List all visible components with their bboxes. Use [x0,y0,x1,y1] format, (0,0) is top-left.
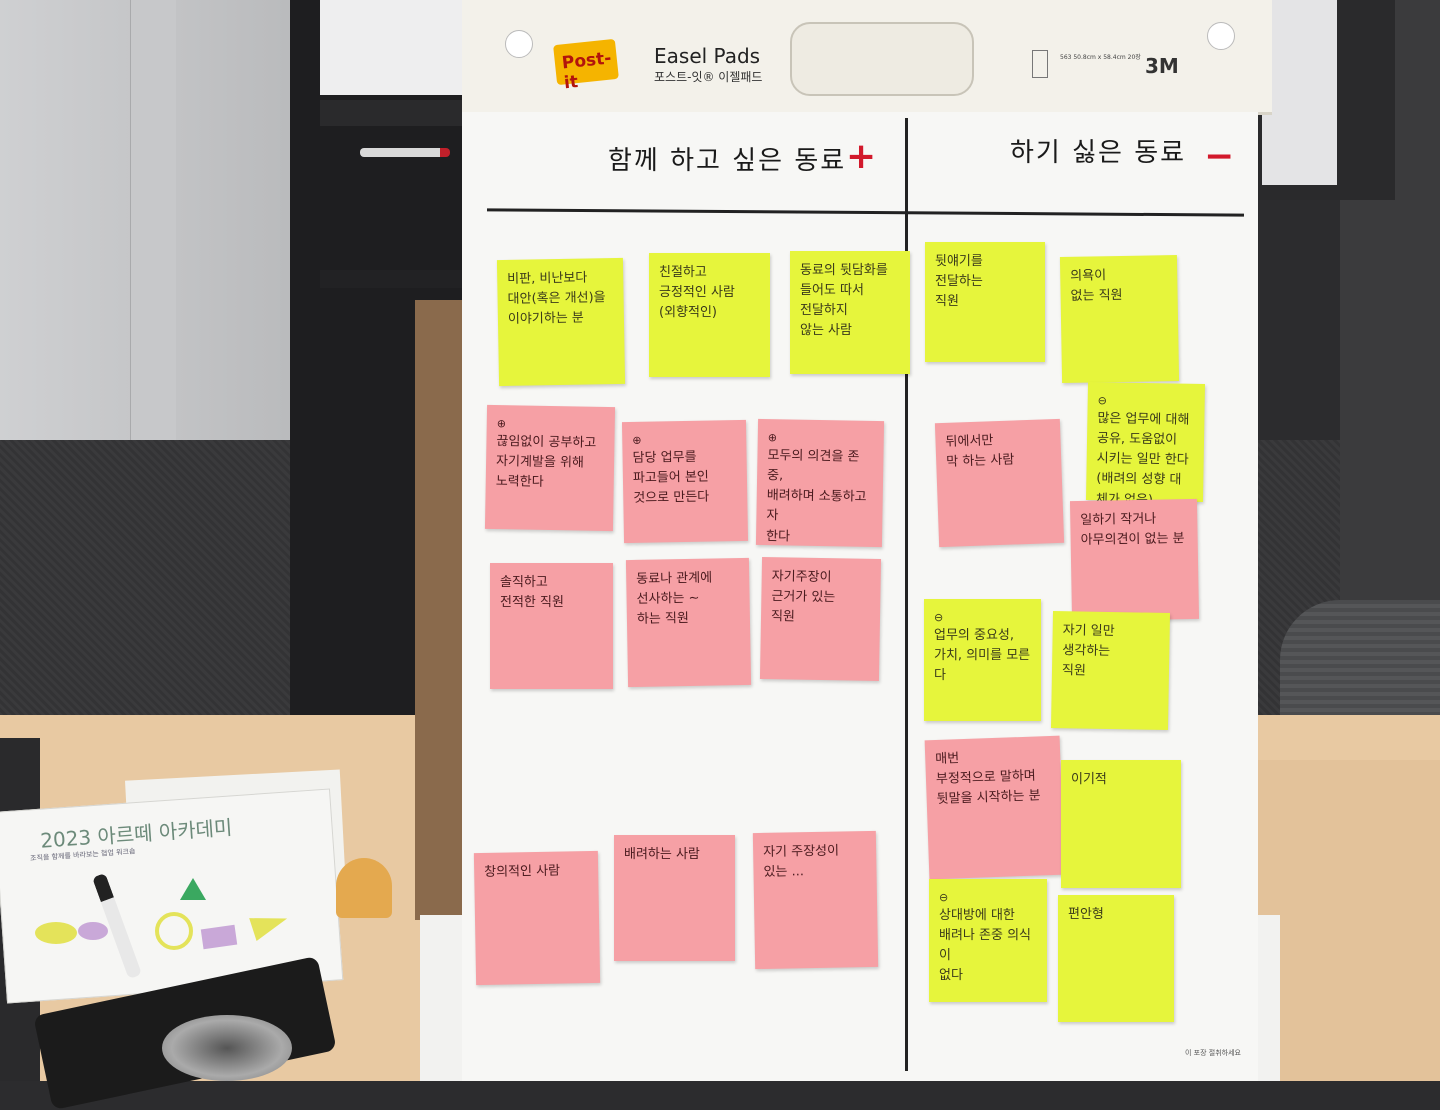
circle-icon [35,922,77,944]
note-text: 뒷얘기를 전달하는 직원 [935,254,983,310]
note-text: 상대방에 대한 배려나 존중 의식이 없다 [939,908,1031,984]
left-sticky-note: ⊕ 모두의 의견을 존중, 배려하며 소통하고자 한다 [755,418,885,548]
note-mark: ⊖ [939,891,949,904]
left-column-title: 함께 하고 싶은 동료 [608,146,847,176]
left-sticky-note: 동료의 뒷담화를 들어도 따서 전달하지 않는 사람 [790,251,910,374]
whiteboard-tray [320,100,465,126]
note-text: 편안형 [1068,907,1104,922]
note-text: 비판, 비난보다 대안(혹은 개선)을 이야기하는 분 [507,270,606,328]
note-text: 일하기 작거나 아무의견이 없는 분 [1080,511,1185,549]
note-mark: ⊕ [632,433,642,447]
right-sticky-note: 뒷얘기를 전달하는 직원 [925,242,1045,362]
right-sticky-note: ⊖ 많은 업무에 대해 공유, 도움없이 시키는 일만 한다 (배려의 성향 대체… [1085,381,1206,508]
right-sticky-note: 일하기 작거나 아무의견이 없는 분 [1069,498,1200,622]
note-text: 의욕이 없는 직원 [1070,268,1123,304]
right-sticky-note: 이기적 [1061,760,1181,888]
right-column-title: 하기 싫은 동료 [1010,138,1187,168]
pad-spec: 563 50.8cm x 58.4cm 20장 [1060,54,1141,61]
brand-sub: 포스트-잇® 이젤패드 [654,70,763,84]
note-mark: ⊖ [934,611,944,624]
pad-icon [1032,50,1048,78]
left-sticky-note: 동료나 관계에 선사하는 ~ 하는 직원 [625,557,752,688]
binder-hole [505,30,533,58]
note-text: 끊임없이 공부하고 자기계발을 위해 노력한다 [495,434,597,491]
note-text: 배려하는 사람 [624,847,700,862]
marker-pen [360,148,450,157]
note-text: 담당 업무를 파고들어 본인 것으로 만든다 [632,449,710,507]
left-sticky-note: 솔직하고 전적한 직원 [490,563,613,689]
right-sticky-note: 의욕이 없는 직원 [1059,254,1180,384]
note-text: 친절하고 긍정적인 사람 (외향적인) [659,265,735,321]
left-sticky-note: 배려하는 사람 [614,835,735,961]
minus-sign: − [1204,136,1235,177]
note-mark: ⊕ [767,431,778,445]
left-sticky-note: 창의적인 사람 [473,850,601,986]
3m-logo: 3M [1145,54,1179,78]
plus-sign: + [846,136,877,177]
note-text: 자기 일만 생각하는 직원 [1061,623,1115,679]
column-divider [905,118,908,1071]
note-text: 매번 부정적으로 말하며 뒷말을 시작하는 분 [935,751,1041,808]
note-mark: ⊕ [496,417,507,431]
note-text: 창의적인 사람 [484,863,561,880]
right-sticky-note: 자기 일만 생각하는 직원 [1050,610,1171,731]
wall-column [130,0,176,470]
left-sticky-note: 친절하고 긍정적인 사람 (외향적인) [649,253,770,377]
right-sticky-note: ⊖ 상대방에 대한 배려나 존중 의식이 없다 [929,879,1047,1002]
brand-name: Easel Pads [654,44,761,68]
right-sticky-note: ⊖ 업무의 중요성, 가치, 의미를 모른다 [924,599,1041,721]
pad-footer: 이 포장 절취하세요 [1185,1049,1241,1057]
note-text: 이기적 [1071,772,1107,787]
post-it-logo: Post-it [553,38,619,93]
right-board-surface [1262,0,1337,185]
right-sticky-note: 매번 부정적으로 말하며 뒷말을 시작하는 분 [924,735,1065,880]
note-text: 동료의 뒷담화를 들어도 따서 전달하지 않는 사람 [800,263,888,339]
left-sticky-note: 비판, 비난보다 대안(혹은 개선)을 이야기하는 분 [496,257,626,387]
tumbler [162,1015,292,1081]
note-text: 업무의 중요성, 가치, 의미를 모른다 [934,628,1031,684]
binder-hole [1207,22,1235,50]
target-icon [155,912,193,950]
whiteboard [320,0,465,95]
table-right [1250,760,1440,1081]
left-sticky-note: 자기 주장성이 있는 ... [752,830,879,970]
note-text: 자기주장이 근거가 있는 직원 [770,569,836,625]
note-text: 모두의 의견을 존중, 배려하며 소통하고자 한다 [765,448,867,545]
note-text: 많은 업무에 대해 공유, 도움없이 시키는 일만 한다 (배려의 성향 대체가… [1096,411,1190,508]
note-text: 솔직하고 전적한 직원 [500,575,564,611]
right-sticky-note: 뒤에서만 막 하는 사람 [934,418,1065,548]
left-sticky-note: 자기주장이 근거가 있는 직원 [759,556,882,682]
left-sticky-note: ⊕ 담당 업무를 파고들어 본인 것으로 만든다 [621,419,749,544]
left-sticky-note: ⊕ 끊임없이 공부하고 자기계발을 위해 노력한다 [484,404,616,532]
circle-icon [78,922,108,940]
note-mark: ⊖ [1097,394,1108,408]
note-text: 자기 주장성이 있는 ... [763,843,840,881]
triangle-icon [180,878,206,900]
stand-bar [320,270,465,288]
handle-notch [790,22,974,96]
muffin [336,858,392,918]
note-text: 뒤에서만 막 하는 사람 [945,433,1015,470]
note-text: 동료나 관계에 선사하는 ~ 하는 직원 [636,570,713,628]
right-sticky-note: 편안형 [1058,895,1174,1022]
